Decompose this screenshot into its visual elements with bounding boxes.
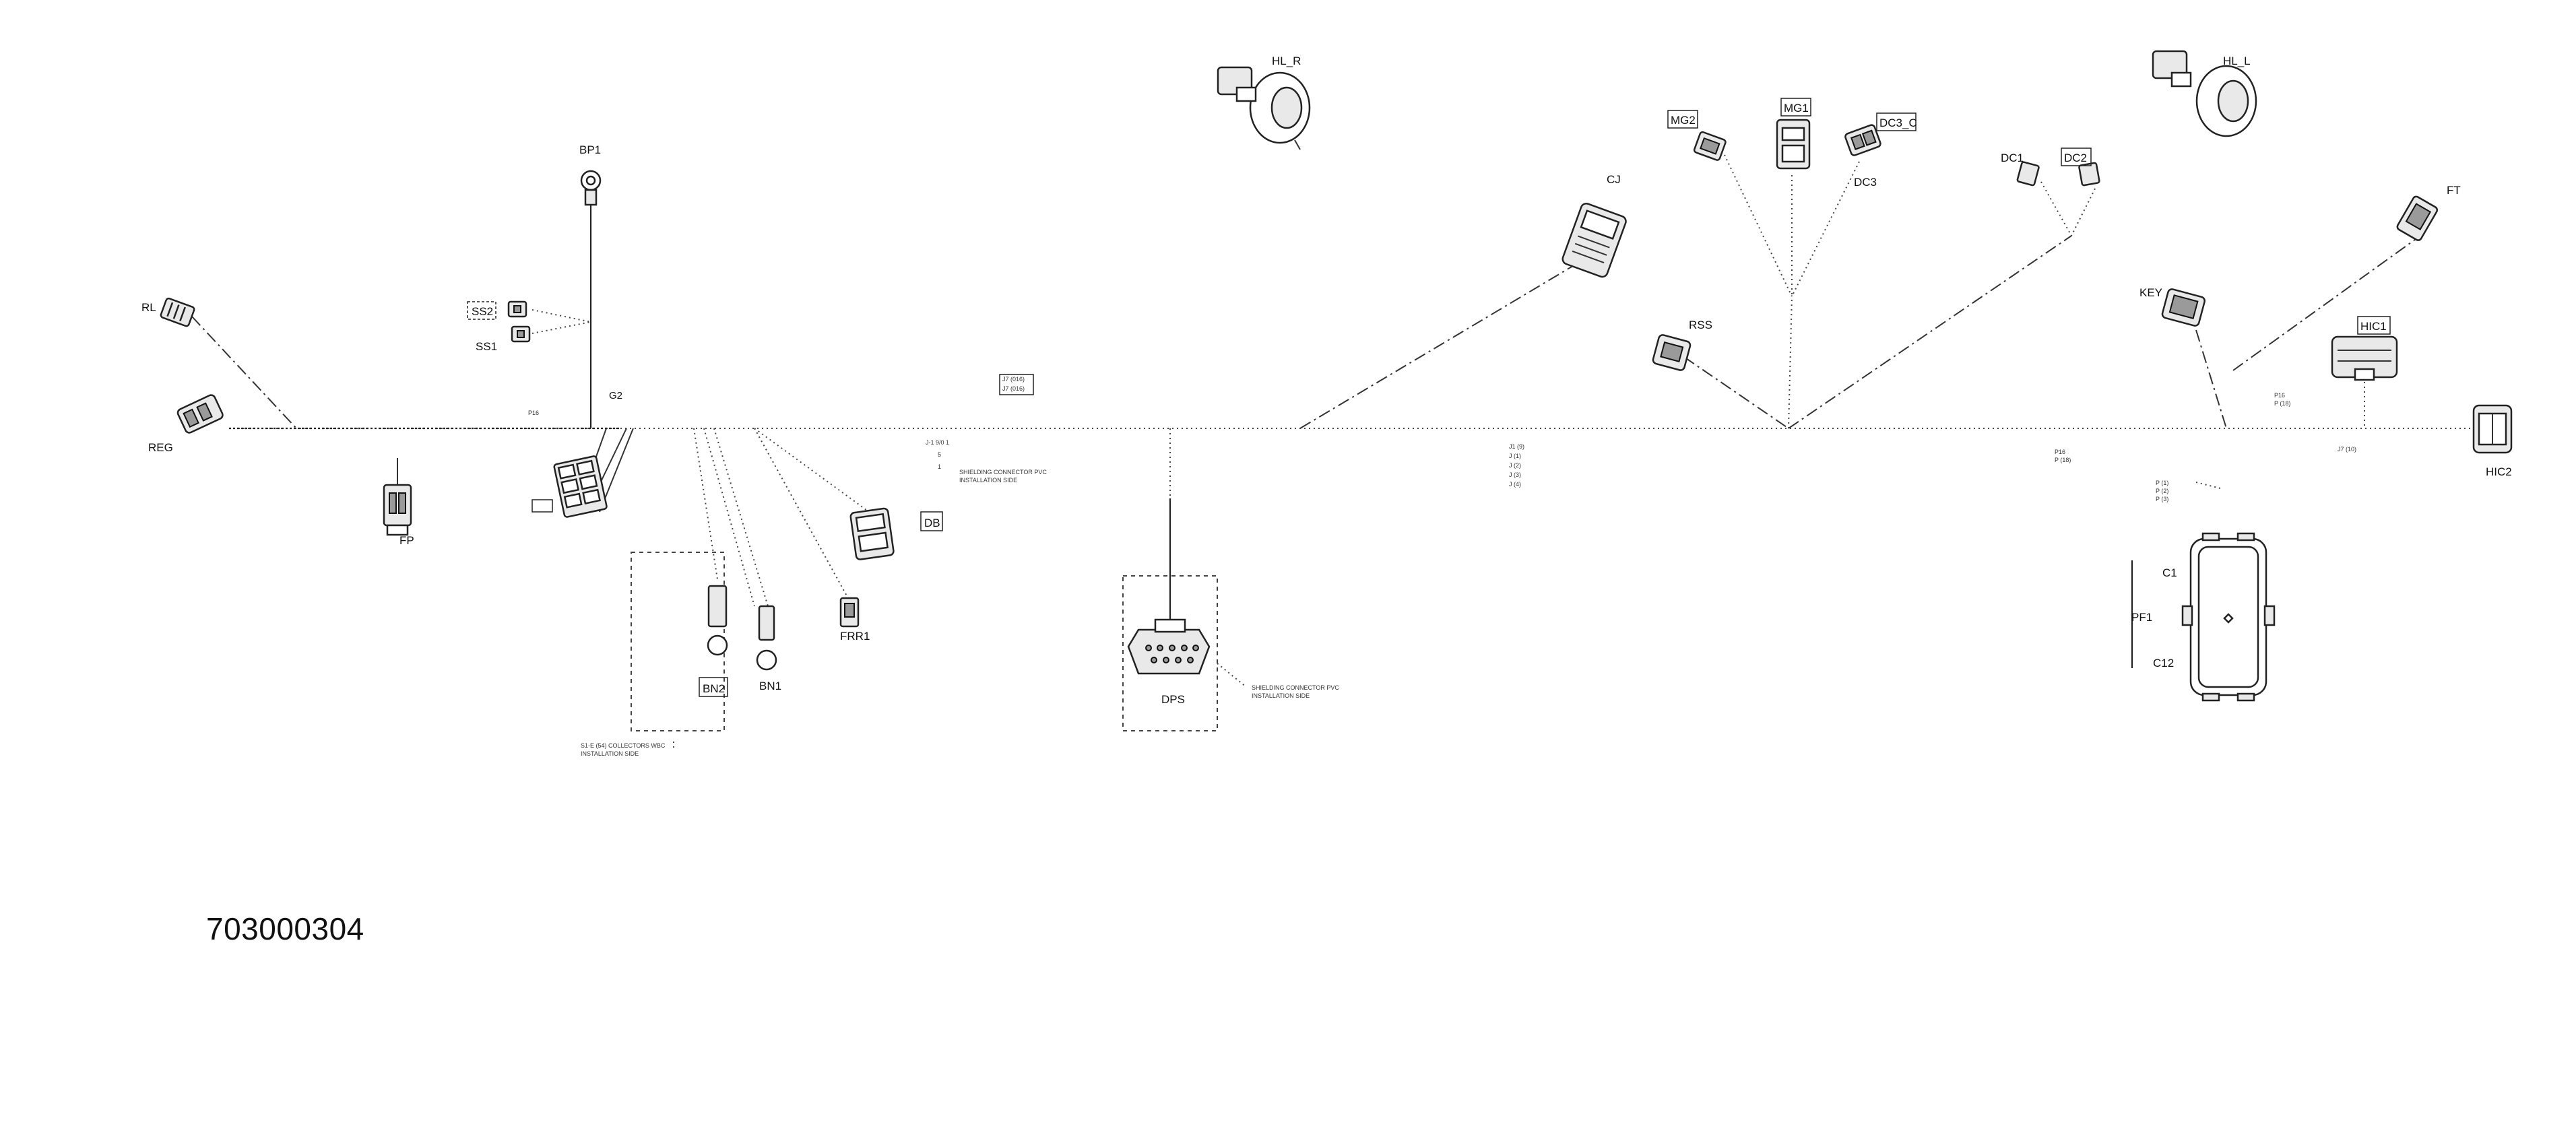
label-cj: CJ bbox=[1607, 173, 1621, 186]
label-rl: RL bbox=[141, 301, 156, 314]
connector-hl-l bbox=[2152, 50, 2257, 137]
label-c12: C12 bbox=[2153, 657, 2174, 669]
label-reg: REG bbox=[148, 441, 173, 454]
label-hic1: HIC1 bbox=[2360, 320, 2387, 333]
label-dps: DPS bbox=[1161, 693, 1185, 706]
note-splice-8: J7 (016) bbox=[1002, 385, 1025, 392]
note-splice-14: P16 bbox=[2055, 449, 2065, 455]
note-splice-5: SHIELDING CONNECTOR PVC bbox=[959, 469, 1047, 476]
label-hic2: HIC2 bbox=[2486, 465, 2512, 478]
label-c1: C1 bbox=[2162, 566, 2177, 579]
note-splice-18: J7 (10) bbox=[2338, 446, 2356, 453]
label-hl-l: HL_L bbox=[2223, 55, 2251, 67]
label-dc3-c: DC3_C bbox=[1879, 117, 1917, 129]
connector-dps bbox=[1122, 428, 1247, 731]
label-pf1: PF1 bbox=[2131, 611, 2152, 624]
connector-cj bbox=[1299, 203, 1627, 429]
connector-dc1 bbox=[1788, 161, 2072, 429]
note-splice-19: P (1) bbox=[2156, 480, 2168, 486]
connector-hic1 bbox=[2331, 335, 2398, 428]
relay-cluster bbox=[532, 428, 634, 518]
label-key: KEY bbox=[2139, 286, 2162, 299]
connector-hl-r bbox=[1217, 66, 1311, 150]
label-ft: FT bbox=[2447, 184, 2461, 197]
label-bn1: BN1 bbox=[759, 680, 781, 692]
connector-ss1 bbox=[511, 321, 591, 343]
connector-ss2 bbox=[507, 300, 591, 323]
note-splice-6: INSTALLATION SIDE bbox=[959, 477, 1017, 484]
note-splice-1: P16 bbox=[528, 410, 539, 416]
connector-frr1 bbox=[754, 428, 860, 628]
note-dps-2: INSTALLATION SIDE bbox=[1252, 692, 1310, 699]
connector-fp bbox=[383, 458, 412, 536]
label-fp: FP bbox=[399, 534, 414, 547]
note-splice-20: P (2) bbox=[2156, 488, 2168, 494]
note-splice-11: J (2) bbox=[1509, 462, 1521, 469]
connector-hic2 bbox=[2472, 404, 2513, 454]
label-dc3: DC3 bbox=[1854, 176, 1877, 189]
label-ss2: SS2 bbox=[472, 305, 493, 318]
note-splice-21: P (3) bbox=[2156, 496, 2168, 502]
note-splice-7: J7 (016) bbox=[1002, 376, 1025, 383]
note-bn-2: INSTALLATION SIDE bbox=[581, 750, 639, 757]
label-frr1: FRR1 bbox=[840, 630, 870, 643]
connector-key bbox=[2161, 288, 2227, 429]
note-splice-16: P16 bbox=[2274, 392, 2285, 399]
label-dc1: DC1 bbox=[2001, 152, 2024, 164]
connector-mg2 bbox=[1693, 131, 1793, 297]
label-bn2: BN2 bbox=[703, 682, 725, 695]
connector-rl bbox=[160, 297, 297, 429]
connector-reg bbox=[176, 394, 224, 434]
note-splice-17: P (18) bbox=[2274, 400, 2290, 407]
label-rss: RSS bbox=[1689, 319, 1712, 331]
label-mg2: MG2 bbox=[1671, 114, 1696, 127]
connector-mg1 bbox=[1776, 119, 1811, 296]
label-g2: G2 bbox=[609, 390, 622, 401]
note-splice-2: J-1 9/0 1 bbox=[926, 439, 949, 446]
ground-bn-group bbox=[631, 428, 777, 748]
label-dc2: DC2 bbox=[2064, 152, 2087, 164]
branch-mg bbox=[1788, 296, 1793, 429]
note-splice-10: J (1) bbox=[1509, 453, 1521, 459]
connector-dc3 bbox=[1791, 124, 1881, 297]
note-splice-13: J (4) bbox=[1509, 481, 1521, 488]
connector-ft bbox=[2232, 195, 2439, 371]
note-splice-15: P (18) bbox=[2055, 457, 2071, 463]
label-bp1: BP1 bbox=[579, 143, 601, 156]
fuse-box-pf1 bbox=[2131, 532, 2276, 702]
label-mg1: MG1 bbox=[1784, 102, 1809, 115]
connector-dc2 bbox=[2071, 162, 2100, 236]
label-ss1: SS1 bbox=[476, 340, 497, 353]
note-splice-4: 1 bbox=[938, 463, 941, 470]
note-splice-12: J (3) bbox=[1509, 471, 1521, 478]
note-splice-3: 5 bbox=[938, 451, 941, 458]
label-hl-r: HL_R bbox=[1272, 55, 1301, 67]
connector-rss bbox=[1652, 334, 1789, 429]
note-dps-1: SHIELDING CONNECTOR PVC bbox=[1252, 684, 1339, 691]
label-db: DB bbox=[924, 517, 940, 529]
connector-bp1 bbox=[580, 170, 602, 428]
note-bn-1: S1-E (54) COLLECTORS WBC bbox=[581, 742, 666, 749]
part-number: 703000304 bbox=[206, 911, 364, 946]
connector-db bbox=[754, 428, 895, 560]
note-splice-9: J1 (9) bbox=[1509, 443, 1524, 450]
